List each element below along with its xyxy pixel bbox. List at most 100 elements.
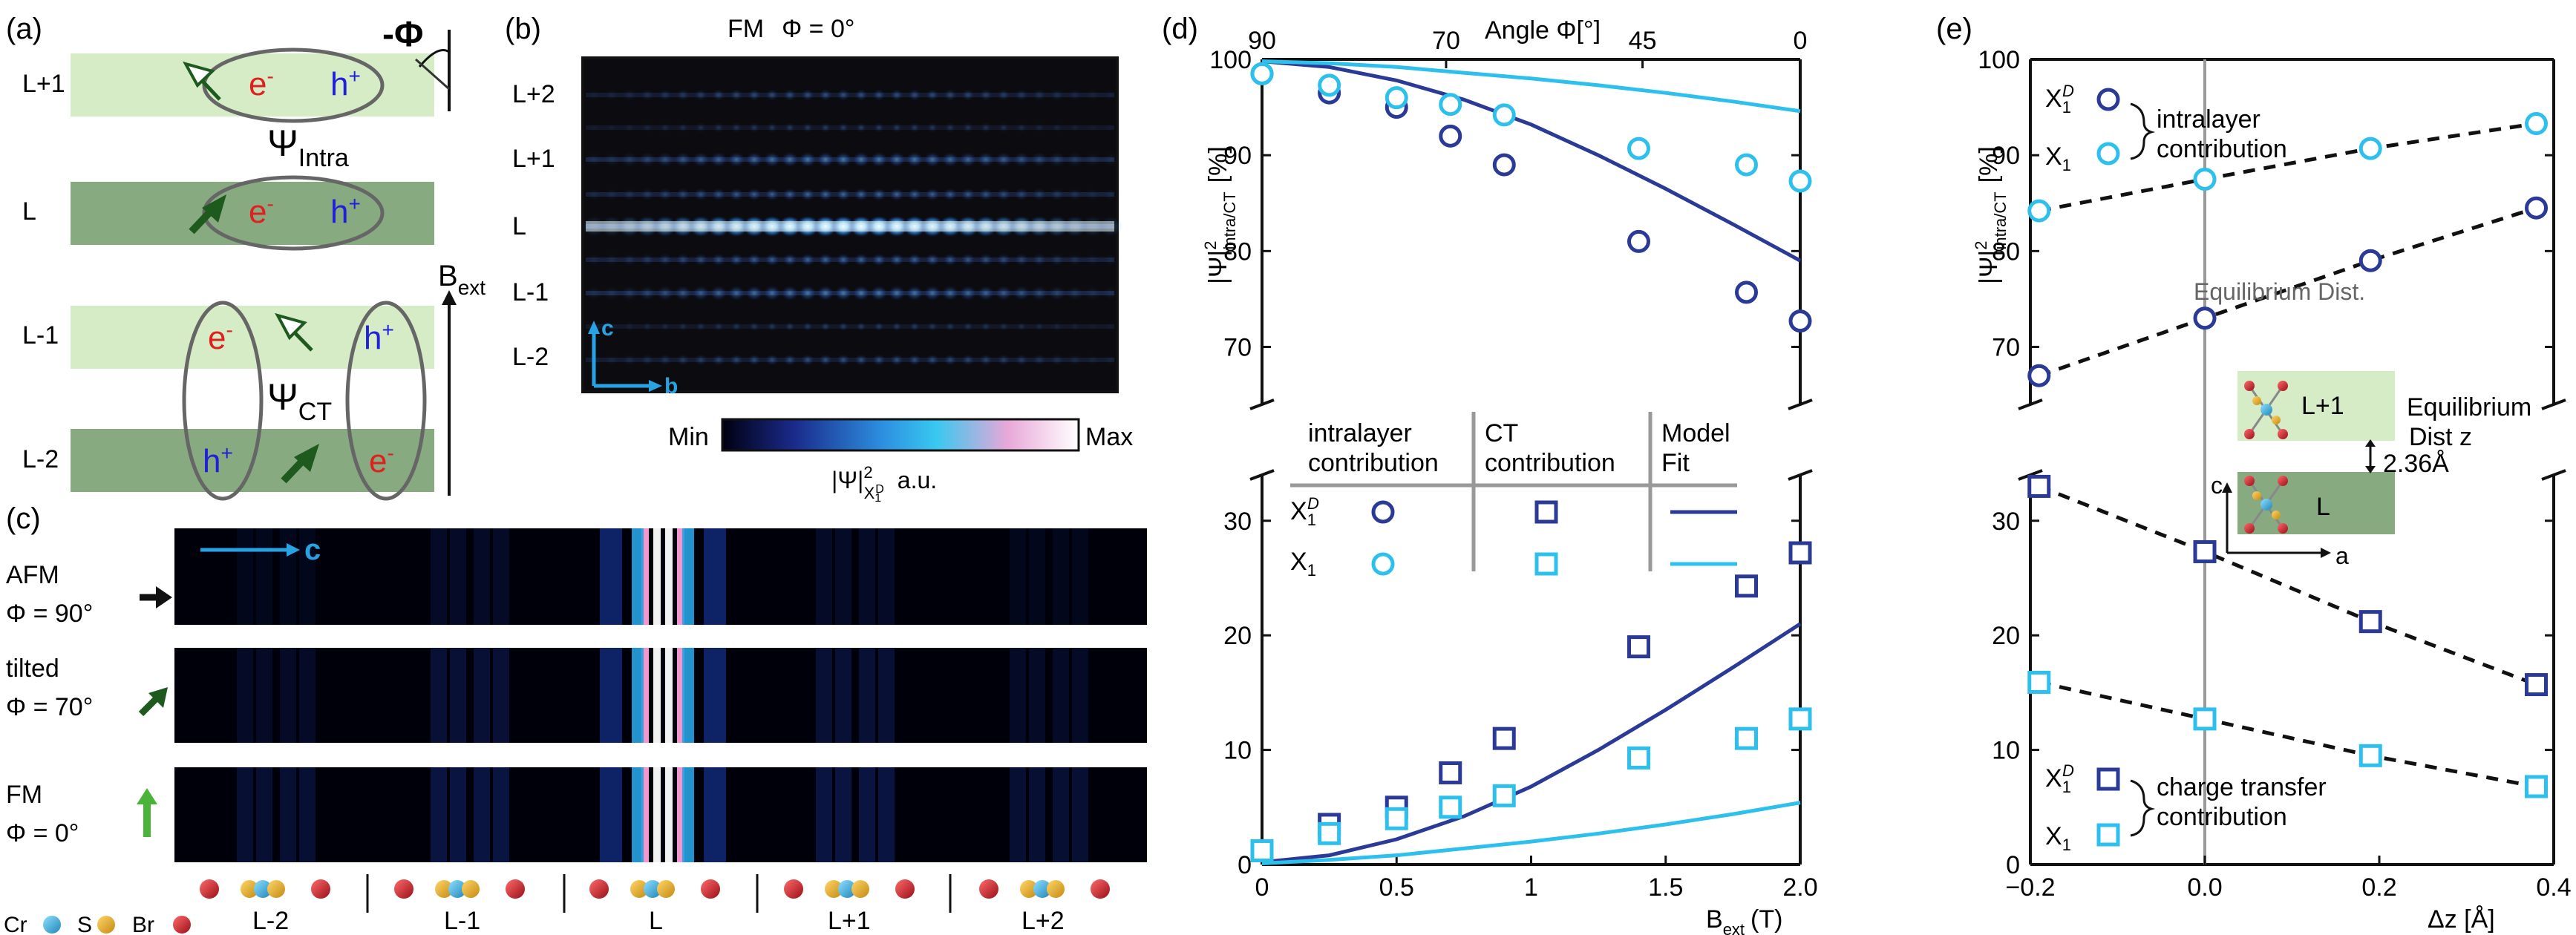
density-spot xyxy=(854,188,869,201)
density-spot xyxy=(802,321,814,332)
density-spot xyxy=(1087,122,1099,133)
density-spot xyxy=(888,285,906,301)
d-xlabel: Bext(T) xyxy=(1706,905,1782,935)
c-strip-peak xyxy=(677,648,684,743)
density-spot xyxy=(748,122,760,133)
d-ylabel: |Ψ|2intra/CT[%] xyxy=(1201,146,1239,284)
density-spot xyxy=(1033,321,1045,332)
c-strip-peak xyxy=(1029,648,1045,743)
density-spot xyxy=(977,285,995,301)
c-afm-arrow-icon xyxy=(140,586,172,608)
density-spot xyxy=(1050,89,1064,101)
density-spot xyxy=(1050,354,1064,366)
x-tick-label: 0.4 xyxy=(2536,873,2571,902)
y-tick-label: 70 xyxy=(1992,334,2020,362)
s-atom-icon xyxy=(1047,880,1065,898)
fit-line xyxy=(1261,622,1802,865)
c-strip-peak xyxy=(493,767,509,862)
density-spot xyxy=(799,285,817,301)
c-strip-peak xyxy=(431,528,447,625)
density-spot xyxy=(906,151,923,168)
density-spot xyxy=(1085,188,1100,201)
c-strip-peak xyxy=(677,528,684,625)
density-spot xyxy=(606,321,618,332)
density-spot xyxy=(962,122,974,133)
c-strip-peak xyxy=(450,648,466,743)
density-spot xyxy=(656,285,674,301)
e-legend-ct-x1: X1 xyxy=(2045,822,2071,854)
data-point-square xyxy=(1627,746,1650,770)
density-spot xyxy=(891,122,903,133)
colorbar-min-label: Min xyxy=(668,423,709,451)
density-spot xyxy=(943,188,958,201)
density-spot xyxy=(944,354,957,366)
panel-e: (e) |Ψ|2intra/CT[%] Δz [Å] 7080901000102… xyxy=(1936,13,2572,934)
density-spot xyxy=(870,151,888,168)
s-atom-icon xyxy=(630,880,648,898)
density-spot xyxy=(1048,285,1066,301)
c-strip-peak xyxy=(835,767,851,862)
density-spot xyxy=(586,253,601,266)
c-strip-peak xyxy=(641,648,649,743)
axis-break-mark xyxy=(1788,469,1813,481)
c-strip-peak xyxy=(1053,648,1069,743)
density-spot xyxy=(836,188,851,201)
density-spot xyxy=(801,89,814,101)
c-strip-peak xyxy=(653,648,661,743)
y-tick-label: 10 xyxy=(1992,737,2020,765)
legend-br-label: Br xyxy=(132,913,154,935)
density-spot xyxy=(766,321,778,332)
density-spot xyxy=(837,354,850,366)
e-inset-axis-c: c xyxy=(2211,472,2223,499)
density-spot xyxy=(944,122,956,133)
e-inset-crystal-upper-icon xyxy=(2244,381,2288,439)
data-point-square xyxy=(1788,707,1812,731)
data-point-square xyxy=(1735,726,1758,750)
density-spot xyxy=(872,89,886,101)
density-spot xyxy=(1013,285,1030,301)
data-point-circle xyxy=(1788,169,1812,193)
density-spot xyxy=(834,151,852,168)
density-spot xyxy=(694,354,707,366)
density-spot xyxy=(640,188,655,201)
density-spot xyxy=(980,321,992,332)
b-layer-L: L xyxy=(512,212,526,240)
y-tick-label: 20 xyxy=(1223,622,1252,650)
top-tick-label: 0 xyxy=(1794,27,1808,55)
y-tick-label: 90 xyxy=(1992,142,2020,170)
c-strip-peak xyxy=(641,767,649,862)
density-spot xyxy=(961,188,975,201)
c-strip-peak xyxy=(632,767,644,862)
density-band xyxy=(586,125,1114,130)
density-spot xyxy=(978,253,993,266)
density-spot xyxy=(713,321,725,332)
density-spot xyxy=(781,151,799,168)
e-legend-intra-brace-icon xyxy=(2130,102,2156,160)
axis-break-mark xyxy=(2018,398,2043,410)
s-atom-icon xyxy=(1020,880,1038,898)
cr-atom-icon xyxy=(644,880,661,898)
data-point-circle xyxy=(2193,306,2217,330)
c-strip-peak xyxy=(665,648,673,743)
density-spot xyxy=(603,151,621,168)
data-point-square xyxy=(1439,795,1462,819)
density-spot xyxy=(765,253,779,266)
data-point-square xyxy=(2027,670,2051,694)
cr-atom-icon xyxy=(838,880,856,898)
density-spot xyxy=(818,253,833,266)
c-strip-peak xyxy=(1053,767,1069,862)
panel-c: (c) c AFM Φ = 90° tilted Φ = 70° FM Φ = … xyxy=(4,502,1147,935)
angle-arc-icon xyxy=(418,49,450,68)
b-layer-L+2: L+2 xyxy=(512,80,555,108)
data-point-circle xyxy=(2358,249,2382,272)
data-point-circle xyxy=(2358,137,2382,160)
density-spot xyxy=(925,253,940,266)
density-spot xyxy=(783,354,797,366)
e-inset-crystal-lower-icon xyxy=(2244,476,2288,534)
density-spot xyxy=(1050,188,1065,201)
density-spot xyxy=(889,188,904,201)
density-band xyxy=(586,324,1114,329)
